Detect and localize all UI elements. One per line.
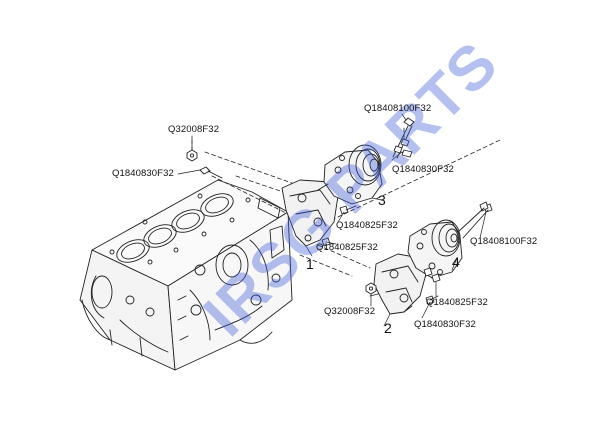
bracket-1	[281, 175, 347, 247]
label-q1840830-pump: Q1840830F32	[392, 164, 454, 175]
leader-lines	[177, 113, 487, 327]
label-q1840825-upper-b: Q1840825F32	[316, 242, 378, 253]
label-q18408100-right: Q18408100F32	[470, 236, 538, 247]
label-q1840825-upper-a: Q1840825F32	[336, 220, 398, 231]
label-q18408100-top: Q18408100F32	[364, 103, 432, 114]
label-q32008-bottom: Q32008F32	[324, 306, 376, 317]
callout-4: 4	[452, 254, 460, 270]
callout-1: 1	[306, 256, 314, 272]
label-q1840830-bottom: Q1840830F32	[414, 319, 476, 330]
label-q32008-top: Q32008F32	[168, 124, 220, 135]
label-q1840825-lower: Q1840825F32	[426, 297, 488, 308]
engine-block	[79, 179, 293, 371]
fasteners	[186, 117, 493, 305]
water-pump-3	[317, 144, 383, 205]
callout-3: 3	[378, 192, 386, 208]
label-q1840830-left: Q1840830F32	[112, 168, 174, 179]
water-pump-4	[407, 219, 463, 279]
callout-2: 2	[384, 320, 392, 336]
